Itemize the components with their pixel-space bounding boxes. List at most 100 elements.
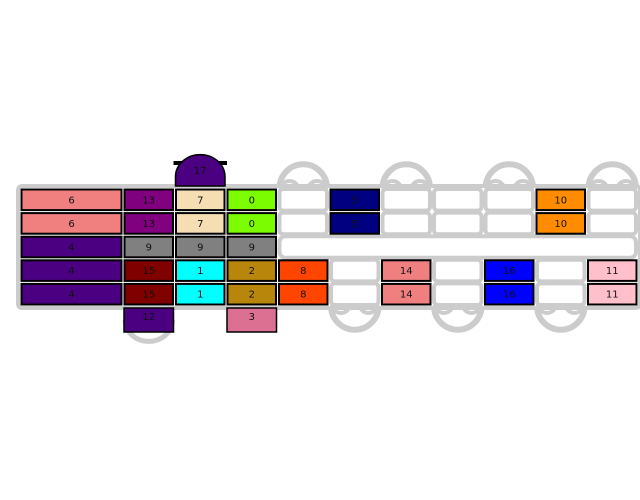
block-15[interactable]: 15 <box>123 259 174 282</box>
block-label: 8 <box>300 290 306 301</box>
block-8[interactable]: 8 <box>278 282 329 306</box>
tab-shape <box>174 153 226 187</box>
block-1[interactable]: 1 <box>175 282 226 306</box>
block-4[interactable]: 4 <box>20 282 123 306</box>
block-tile <box>175 282 226 306</box>
block-label: 1 <box>197 266 203 277</box>
block-label: 5 <box>352 219 358 230</box>
empty-cell <box>586 187 638 213</box>
empty-cell <box>432 257 484 284</box>
block-tile <box>484 282 535 306</box>
block-label: 9 <box>197 243 203 254</box>
block-label: 10 <box>554 219 567 230</box>
block-label: 14 <box>400 290 413 301</box>
block-14[interactable]: 14 <box>381 259 432 282</box>
empty-cell <box>432 210 484 237</box>
track-loop-bottom <box>431 305 485 333</box>
block-tile <box>20 282 123 306</box>
block-tile <box>175 235 226 259</box>
tab-label: 17 <box>194 166 207 177</box>
block-label: 16 <box>503 290 516 301</box>
block-11[interactable]: 11 <box>587 282 638 306</box>
block-label: 15 <box>142 266 155 277</box>
block-4[interactable]: 4 <box>20 235 123 259</box>
block-label: 9 <box>146 243 152 254</box>
block-tile <box>381 259 432 282</box>
block-11[interactable]: 11 <box>587 259 638 282</box>
block-9[interactable]: 9 <box>175 235 226 259</box>
empty-cell <box>277 187 329 213</box>
block-tile <box>123 282 174 306</box>
block-tile <box>484 259 535 282</box>
block-label: 0 <box>249 219 255 230</box>
block-tile <box>20 188 123 212</box>
block-6[interactable]: 6 <box>20 188 123 212</box>
block-2[interactable]: 2 <box>226 259 277 282</box>
block-label: 4 <box>68 243 74 254</box>
block-10[interactable]: 10 <box>535 212 586 235</box>
block-tile <box>278 282 329 306</box>
block-tile <box>381 282 432 306</box>
block-label: 13 <box>142 219 155 230</box>
block-5[interactable]: 5 <box>329 212 380 235</box>
block-label: 11 <box>606 266 619 277</box>
block-tile <box>175 212 226 235</box>
track-loop-top <box>482 161 536 189</box>
block-tile <box>123 259 174 282</box>
block-13[interactable]: 13 <box>123 188 174 212</box>
empty-cell <box>535 281 587 307</box>
tab-shape <box>226 307 278 333</box>
block-9[interactable]: 9 <box>123 235 174 259</box>
block-6[interactable]: 6 <box>20 212 123 235</box>
block-10[interactable]: 10 <box>535 188 586 212</box>
block-16[interactable]: 16 <box>484 259 535 282</box>
block-4[interactable]: 4 <box>20 259 123 282</box>
block-label: 14 <box>400 266 413 277</box>
empty-cell <box>329 257 381 284</box>
track-loop-top <box>276 161 330 189</box>
block-7[interactable]: 7 <box>175 212 226 235</box>
block-15[interactable]: 15 <box>123 282 174 306</box>
empty-cell <box>380 187 432 213</box>
block-13[interactable]: 13 <box>123 212 174 235</box>
block-tile <box>226 282 277 306</box>
block-tile <box>329 188 380 212</box>
tab-shape <box>123 307 175 333</box>
block-tile <box>123 212 174 235</box>
block-5[interactable]: 5 <box>329 188 380 212</box>
block-label: 1 <box>197 290 203 301</box>
tab-block-12[interactable]: 12 <box>123 307 175 333</box>
block-tile <box>329 212 380 235</box>
block-tile <box>20 259 123 282</box>
empty-cell <box>277 210 329 237</box>
block-16[interactable]: 16 <box>484 282 535 306</box>
block-tile <box>278 259 329 282</box>
empty-cell <box>432 281 484 307</box>
block-label: 6 <box>68 219 74 230</box>
block-tile <box>20 235 123 259</box>
block-label: 13 <box>142 195 155 206</box>
block-label: 16 <box>503 266 516 277</box>
tab-block-17[interactable]: 17 <box>173 153 228 187</box>
block-1[interactable]: 1 <box>175 259 226 282</box>
block-14[interactable]: 14 <box>381 282 432 306</box>
block-tile <box>175 188 226 212</box>
block-label: 7 <box>197 219 203 230</box>
block-9[interactable]: 9 <box>226 235 277 259</box>
block-label: 9 <box>249 243 255 254</box>
block-tile <box>226 259 277 282</box>
tab-block-3[interactable]: 3 <box>226 307 278 333</box>
block-0[interactable]: 0 <box>226 188 277 212</box>
block-0[interactable]: 0 <box>226 212 277 235</box>
block-tile <box>123 188 174 212</box>
block-tile <box>20 212 123 235</box>
block-8[interactable]: 8 <box>278 259 329 282</box>
block-label: 4 <box>68 290 74 301</box>
block-label: 10 <box>554 195 567 206</box>
block-2[interactable]: 2 <box>226 282 277 306</box>
empty-cell <box>483 187 535 213</box>
block-tile <box>226 188 277 212</box>
block-tile <box>123 235 174 259</box>
block-7[interactable]: 7 <box>175 188 226 212</box>
